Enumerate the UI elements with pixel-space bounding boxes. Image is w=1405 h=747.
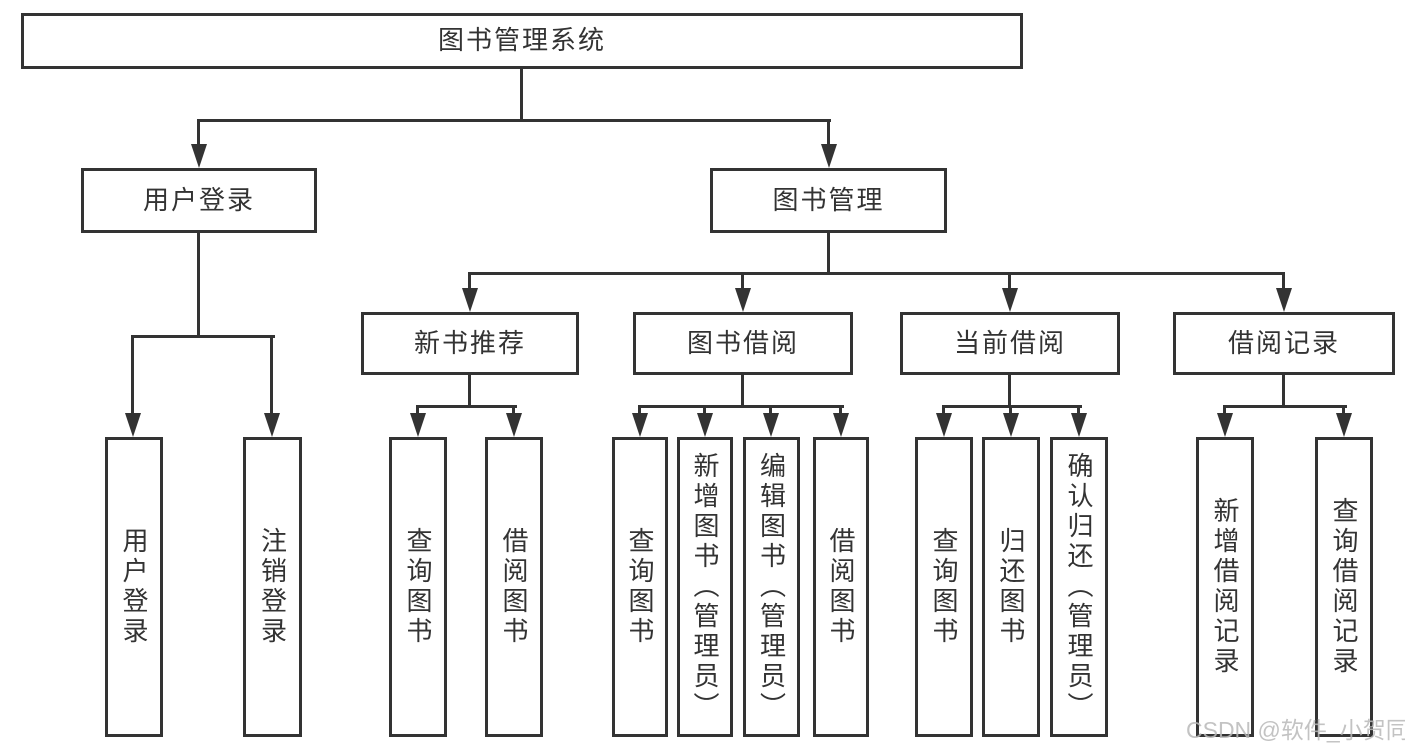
node-label: 图书管理	[772, 184, 885, 215]
arrow-down-icon	[1003, 413, 1019, 437]
node-user-login: 用户登录	[81, 168, 317, 233]
connector-line	[468, 275, 471, 295]
node-label: 查询图书	[403, 527, 433, 647]
node-label: 用户登录	[142, 184, 255, 215]
node-label: 图书借阅	[686, 327, 799, 358]
connector-line	[468, 272, 1285, 275]
connector-line	[1282, 275, 1285, 295]
node-label: 图书管理系统	[437, 25, 606, 56]
node-book-management: 图书管理	[710, 168, 947, 233]
node-label: 确认归还（管理员）	[1064, 452, 1094, 722]
arrow-down-icon	[1336, 413, 1352, 437]
node-leaf-edit-books-admin: 编辑图书（管理员）	[743, 437, 800, 737]
connector-line	[270, 338, 273, 418]
node-label: 借阅记录	[1227, 327, 1340, 358]
connector-line	[942, 405, 1082, 408]
node-leaf-logout: 注销登录	[243, 437, 302, 737]
node-label: 新书推荐	[413, 327, 526, 358]
node-leaf-query-borrow-record: 查询借阅记录	[1315, 437, 1373, 737]
node-label: 编辑图书（管理员）	[756, 452, 787, 722]
connector-line	[1008, 375, 1011, 408]
connector-line	[197, 122, 200, 150]
node-library-management-system: 图书管理系统	[21, 13, 1023, 69]
node-current-borrowing: 当前借阅	[900, 312, 1120, 375]
connector-line	[197, 233, 200, 337]
node-label: 当前借阅	[953, 327, 1066, 358]
arrow-down-icon	[264, 413, 280, 437]
connector-line	[520, 69, 523, 121]
node-label: 归还图书	[996, 527, 1026, 647]
node-label: 新增图书（管理员）	[690, 452, 720, 722]
arrow-down-icon	[462, 288, 478, 312]
connector-line	[1282, 375, 1285, 408]
node-leaf-query-books: 查询图书	[612, 437, 668, 737]
connector-line	[416, 405, 517, 408]
connector-line	[741, 375, 744, 408]
arrow-down-icon	[833, 413, 849, 437]
arrow-down-icon	[1002, 288, 1018, 312]
node-label: 查询借阅记录	[1329, 497, 1359, 677]
node-leaf-return-books: 归还图书	[982, 437, 1040, 737]
arrow-down-icon	[1071, 413, 1087, 437]
node-label: 查询图书	[929, 527, 959, 647]
arrow-down-icon	[936, 413, 952, 437]
connector-line	[131, 335, 275, 338]
connector-line	[827, 233, 830, 275]
node-leaf-add-books-admin: 新增图书（管理员）	[677, 437, 733, 737]
arrow-down-icon	[697, 413, 713, 437]
arrow-down-icon	[632, 413, 648, 437]
connector-line	[741, 275, 744, 295]
connector-line	[1223, 405, 1347, 408]
arrow-down-icon	[1276, 288, 1292, 312]
arrow-down-icon	[763, 413, 779, 437]
node-label: 注销登录	[257, 527, 288, 647]
node-leaf-borrow-books: 借阅图书	[485, 437, 543, 737]
connector-line	[1008, 275, 1011, 295]
node-leaf-query-books: 查询图书	[389, 437, 447, 737]
node-leaf-query-books: 查询图书	[915, 437, 973, 737]
arrow-down-icon	[125, 413, 141, 437]
node-leaf-user-login: 用户登录	[105, 437, 163, 737]
node-borrowing-records: 借阅记录	[1173, 312, 1395, 375]
node-leaf-confirm-return-admin: 确认归还（管理员）	[1050, 437, 1108, 737]
connector-line	[468, 375, 471, 408]
node-leaf-add-borrow-record: 新增借阅记录	[1196, 437, 1254, 737]
node-label: 用户登录	[119, 527, 149, 647]
arrow-down-icon	[821, 144, 837, 168]
node-book-borrowing: 图书借阅	[633, 312, 853, 375]
connector-line	[827, 122, 830, 150]
node-new-book-recommend: 新书推荐	[361, 312, 579, 375]
arrow-down-icon	[191, 144, 207, 168]
connector-line	[197, 119, 831, 122]
node-label: 借阅图书	[499, 527, 529, 647]
node-label: 新增借阅记录	[1210, 497, 1240, 677]
arrow-down-icon	[410, 413, 426, 437]
connector-line	[131, 338, 134, 418]
arrow-down-icon	[735, 288, 751, 312]
watermark-text: CSDN @软件_小贺同学	[1186, 717, 1405, 743]
connector-line	[638, 405, 844, 408]
node-leaf-borrow-books: 借阅图书	[813, 437, 869, 737]
node-label: 借阅图书	[826, 527, 856, 647]
node-label: 查询图书	[625, 527, 655, 647]
arrow-down-icon	[1217, 413, 1233, 437]
arrow-down-icon	[506, 413, 522, 437]
